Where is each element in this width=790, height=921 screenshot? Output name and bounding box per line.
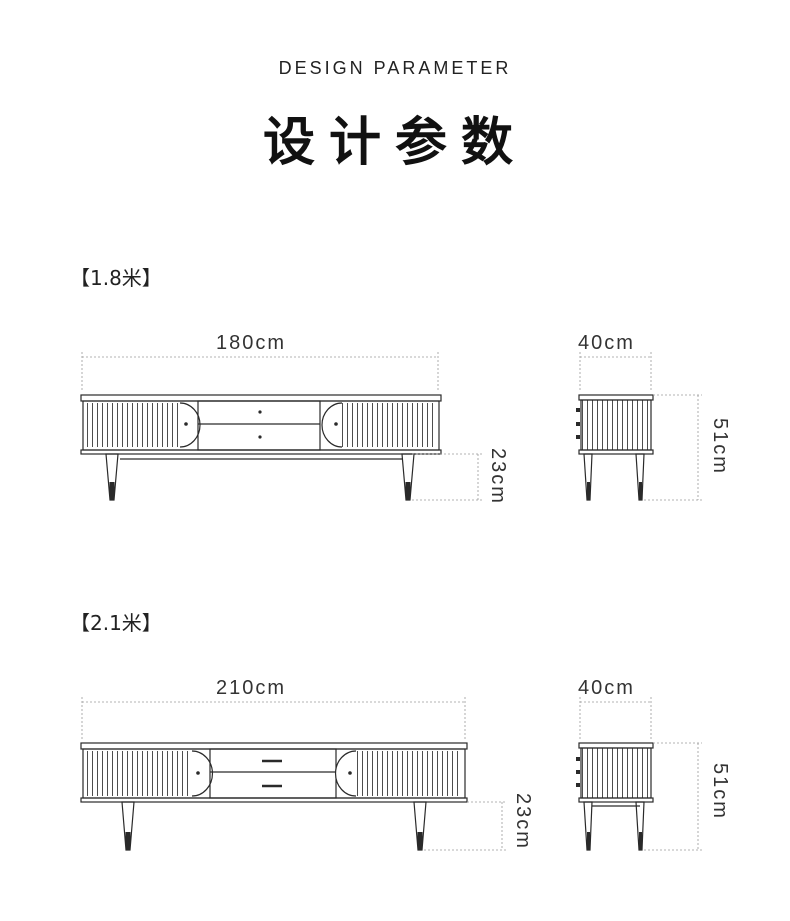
variant-1-label: 【1.8米】 [70, 266, 162, 290]
variant-1-leg-dim: 23cm [487, 448, 509, 505]
variant-2-front-view [80, 697, 506, 851]
variant-1-front-view [80, 352, 482, 501]
variant-1-height-dim: 51cm [709, 418, 731, 475]
variant-2-label: 【2.1米】 [70, 611, 162, 635]
variant-1-side-view [576, 352, 702, 501]
variant-2-width-dim: 210cm [216, 677, 287, 699]
variant-1-width-dim: 180cm [216, 332, 287, 354]
variant-2-depth-dim: 40cm [578, 677, 635, 699]
variant-2-side-view [576, 697, 702, 851]
variant-1-depth-dim: 40cm [578, 332, 635, 354]
variant-2-leg-dim: 23cm [512, 793, 534, 850]
section-subtitle: DESIGN PARAMETER [278, 58, 512, 78]
section-title: 设计参数 [262, 113, 527, 173]
variant-2-height-dim: 51cm [709, 763, 731, 820]
